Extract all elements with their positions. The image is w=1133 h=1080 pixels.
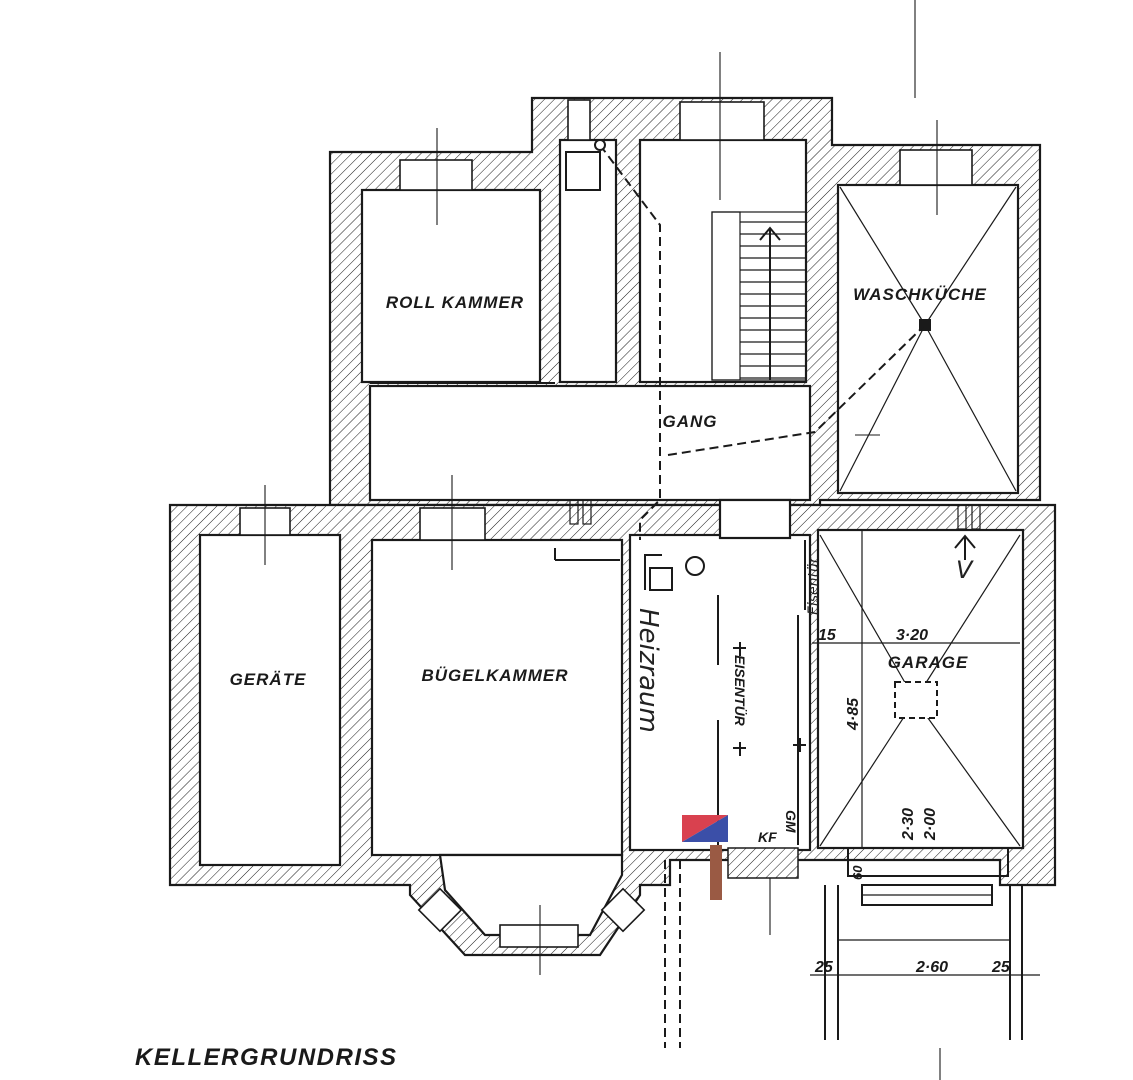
label-garage: GARAGE — [888, 653, 969, 672]
room-bay-window — [438, 853, 624, 937]
color-markers — [682, 815, 728, 900]
window-bay-right — [600, 887, 646, 933]
room-buegelkammer — [370, 538, 624, 857]
marker-blue — [682, 815, 728, 842]
label-buegelkammer: BÜGELKAMMER — [422, 666, 569, 685]
boiler-tank-icon — [685, 556, 705, 576]
labels: ROLL KAMMER WASCHKÜCHE GANG GERÄTE BÜGEL… — [135, 285, 1011, 1071]
waschkueche-slope-lines — [839, 186, 1017, 492]
dim-garage-depth: 4·85 — [845, 697, 862, 731]
dim-door-h2: 2·00 — [922, 808, 939, 841]
label-gm: GM — [783, 810, 799, 833]
garage-drain-icon — [894, 681, 938, 719]
window-shaft — [567, 99, 591, 141]
dim-drive-right: 25 — [991, 959, 1011, 976]
dim-drive-width: 2·60 — [915, 959, 948, 976]
window-bay-left — [417, 887, 463, 933]
ventilation-grilles — [569, 499, 981, 530]
staircase — [711, 211, 807, 381]
room-rollkammer — [360, 188, 542, 384]
label-eisentuer-1: EISENTÜR — [732, 655, 748, 727]
label-kf: KF — [758, 829, 777, 845]
door-hinges — [733, 642, 806, 756]
dim-sill: 60 — [850, 865, 865, 880]
room-shaft — [558, 138, 618, 384]
label-heizraum: Heizraum — [633, 608, 663, 733]
chimney-icon — [565, 151, 601, 191]
window-bay-front — [499, 924, 579, 948]
label-geraete: GERÄTE — [230, 670, 307, 689]
dim-door-h1: 2·30 — [900, 808, 917, 841]
room-passage — [718, 498, 792, 540]
room-waschkueche — [836, 183, 1020, 495]
label-waschkueche: WASCHKÜCHE — [853, 285, 987, 304]
dim-garage-width: 3·20 — [896, 627, 928, 644]
label-v: V — [956, 556, 974, 584]
room-stair — [638, 138, 808, 384]
label-eisentuer-2: Eisentür — [806, 556, 822, 615]
marker-brown — [710, 845, 722, 900]
garage-slope-lines — [812, 530, 1021, 848]
dim-garage-edge: 15 — [818, 627, 837, 644]
axis-lines — [264, 0, 941, 1080]
driveway — [810, 847, 1040, 1040]
label-rollkammer: ROLL KAMMER — [386, 293, 524, 312]
service-lines — [370, 139, 926, 1048]
boiler-pipe — [644, 554, 662, 590]
label-gang: GANG — [663, 412, 718, 431]
plan-title: KELLERGRUNDRISS — [135, 1044, 398, 1071]
room-heizraum — [628, 533, 812, 852]
room-geraete — [198, 533, 342, 867]
window-stair — [679, 101, 765, 141]
window-rollkammer — [399, 159, 473, 191]
boiler-icon — [649, 567, 673, 591]
dim-drive-left: 25 — [814, 959, 834, 976]
fixtures — [554, 151, 981, 879]
window-waschkueche — [899, 149, 973, 186]
step-landing — [727, 847, 799, 879]
room-gang — [368, 384, 812, 502]
